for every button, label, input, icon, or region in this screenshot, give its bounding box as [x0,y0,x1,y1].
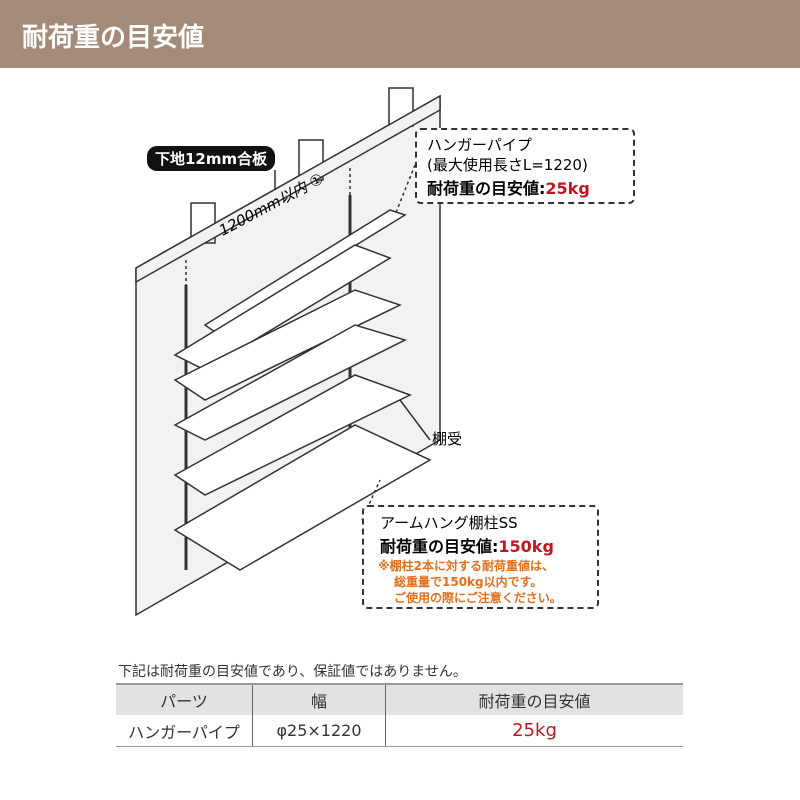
shelf-diagram [135,87,441,617]
hanger-load: 耐荷重の目安値:25kg [427,175,590,199]
col-header: 幅 [252,683,386,715]
load-table: パーツ 幅 耐荷重の目安値 ハンガーパイプ φ25×1220 25kg [116,683,683,747]
shelf-support-label: 棚受 [432,430,463,448]
cell-width: φ25×1220 [252,715,386,747]
board-label: 下地12mm合板 [147,146,276,171]
table-note: 下記は耐荷重の目安値であり、保証値ではありません。 [118,664,467,680]
hanger-callout: ハンガーパイプ (最大使用長さL=1220) 耐荷重の目安値:25kg [415,128,635,204]
col-header: パーツ [116,683,253,715]
hanger-name: ハンガーパイプ [427,136,532,154]
load-value: 150kg [498,537,554,556]
header-bar: 耐荷重の目安値 [0,0,800,68]
arm-name: アームハング棚柱SS [380,514,518,532]
arm-note: 総重量で150kg以内です。 [394,575,543,589]
arm-callout: アームハング棚柱SS 耐荷重の目安値:150kg ※棚柱2本に対する耐荷重値は、… [362,505,599,609]
arm-note: ※棚柱2本に対する耐荷重値は、 [378,559,555,573]
arm-note: ご使用の際にご注意ください。 [394,591,562,605]
arm-load: 耐荷重の目安値:150kg [380,533,554,557]
page-title: 耐荷重の目安値 [22,23,205,53]
table-header: パーツ 幅 耐荷重の目安値 [116,683,683,715]
cell-part: ハンガーパイプ [116,715,253,747]
shelves [173,209,432,571]
hanger-length: (最大使用長さL=1220) [427,156,588,174]
cell-load: 25kg [385,715,683,747]
load-label: 耐荷重の目安値: [380,537,499,556]
col-header: 耐荷重の目安値 [385,683,683,715]
table-row: ハンガーパイプ φ25×1220 25kg [116,715,683,747]
load-label: 耐荷重の目安値: [427,179,546,198]
plywood-board-front [135,94,441,284]
load-value: 25kg [545,179,590,198]
